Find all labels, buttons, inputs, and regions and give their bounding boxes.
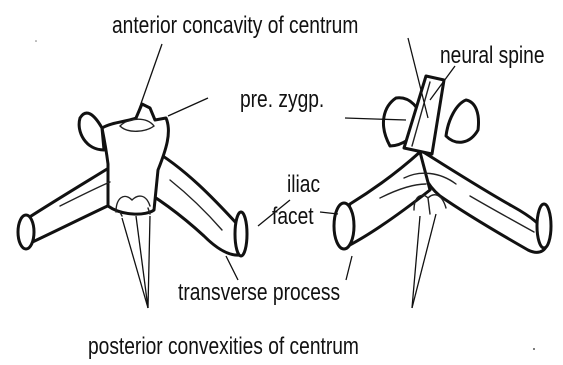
right-vertebra [334,76,551,252]
label-iliac: iliac [287,170,320,198]
left-vertebra-left-transverse-process [24,166,116,246]
label-facet: facet [272,202,314,230]
label-anterior-concavity: anterior concavity of centrum [112,11,358,39]
right-vertebra-left-process-end [334,203,354,249]
label-neural-spine: neural spine [440,41,545,69]
speck-mark [533,348,535,350]
right-vertebra-right-transverse-process [420,150,548,252]
label-pre-zygp: pre. zygp. [240,85,324,113]
label-posterior-convexities: posterior convexities of centrum [88,332,359,360]
left-vertebra-left-process-end [18,215,34,249]
left-vertebra [18,104,247,256]
right-vertebra-left-transverse-process [342,152,430,248]
right-vertebra-right-prezygapophysis [446,100,479,142]
speck-mark [35,40,37,42]
left-vertebra-left-prezygapophysis [79,113,104,150]
left-vertebra-right-process-end [235,212,247,256]
right-vertebra-right-process-end [537,204,551,248]
label-transverse-process: transverse process [178,278,340,306]
